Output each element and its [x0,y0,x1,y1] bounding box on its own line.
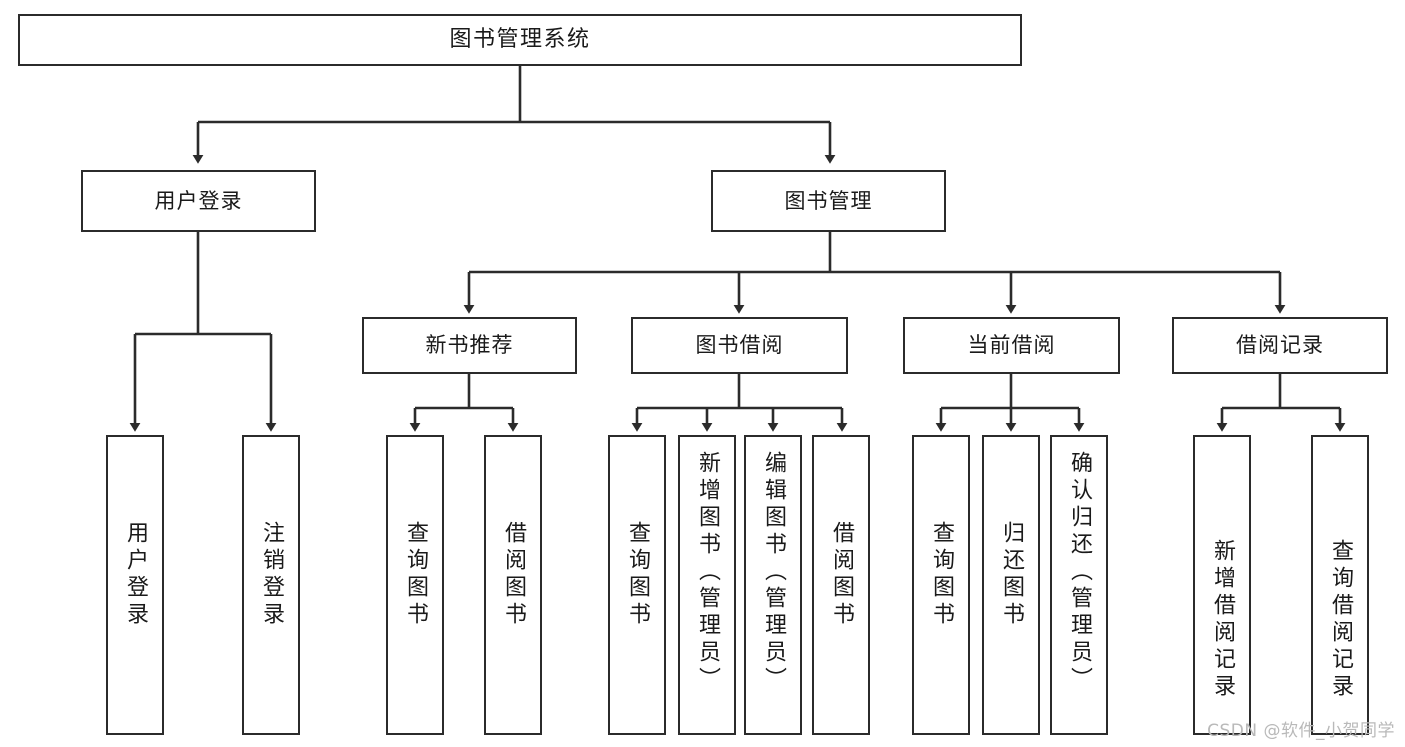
node-current-borrow[interactable]: 当前借阅 [903,317,1120,374]
leaf-add-borrow-record[interactable]: 新增借阅记录 [1193,435,1251,735]
leaf-borrow-book-new[interactable]: 借阅图书 [484,435,542,735]
node-label: 查询图书 [403,521,428,629]
node-label: 查询借阅记录 [1328,539,1353,701]
leaf-query-borrow-record[interactable]: 查询借阅记录 [1311,435,1369,735]
node-label: 当前借阅 [967,333,1056,358]
node-label: 借阅记录 [1236,333,1324,358]
node-label: 图书管理系统 [449,27,591,53]
node-label: 借阅图书 [501,521,526,629]
leaf-query-book-current[interactable]: 查询图书 [912,435,970,735]
node-label: 新书推荐 [425,333,514,358]
node-root-book-management-system[interactable]: 图书管理系统 [18,14,1022,66]
leaf-query-book-borrow[interactable]: 查询图书 [608,435,666,735]
node-user-login[interactable]: 用户登录 [81,170,316,232]
node-label: 用户登录 [154,188,243,213]
node-label: 查询图书 [625,521,650,629]
node-label: 图书管理 [784,188,873,213]
leaf-return-book[interactable]: 归还图书 [982,435,1040,735]
leaf-logout[interactable]: 注销登录 [242,435,300,735]
leaf-edit-book-admin[interactable]: 编辑图书（管理员） [744,435,802,735]
leaf-add-book-admin[interactable]: 新增图书（管理员） [678,435,736,735]
leaf-user-login[interactable]: 用户登录 [106,435,164,735]
node-label: 借阅图书 [829,521,854,629]
node-label: 用户登录 [123,521,148,629]
leaf-confirm-return-admin[interactable]: 确认归还（管理员） [1050,435,1108,735]
node-label: 查询图书 [929,521,954,629]
node-label: 图书借阅 [695,333,784,358]
node-new-book-recommendation[interactable]: 新书推荐 [362,317,577,374]
node-label: 注销登录 [259,521,284,629]
leaf-borrow-book[interactable]: 借阅图书 [812,435,870,735]
leaf-query-book-new[interactable]: 查询图书 [386,435,444,735]
node-label: 编辑图书（管理员） [761,451,786,694]
node-book-borrow[interactable]: 图书借阅 [631,317,848,374]
node-book-management[interactable]: 图书管理 [711,170,946,232]
node-borrow-record[interactable]: 借阅记录 [1172,317,1388,374]
node-label: 确认归还（管理员） [1067,451,1092,694]
node-label: 新增图书（管理员） [695,451,720,694]
node-label: 新增借阅记录 [1210,539,1235,701]
node-label: 归还图书 [999,521,1024,629]
